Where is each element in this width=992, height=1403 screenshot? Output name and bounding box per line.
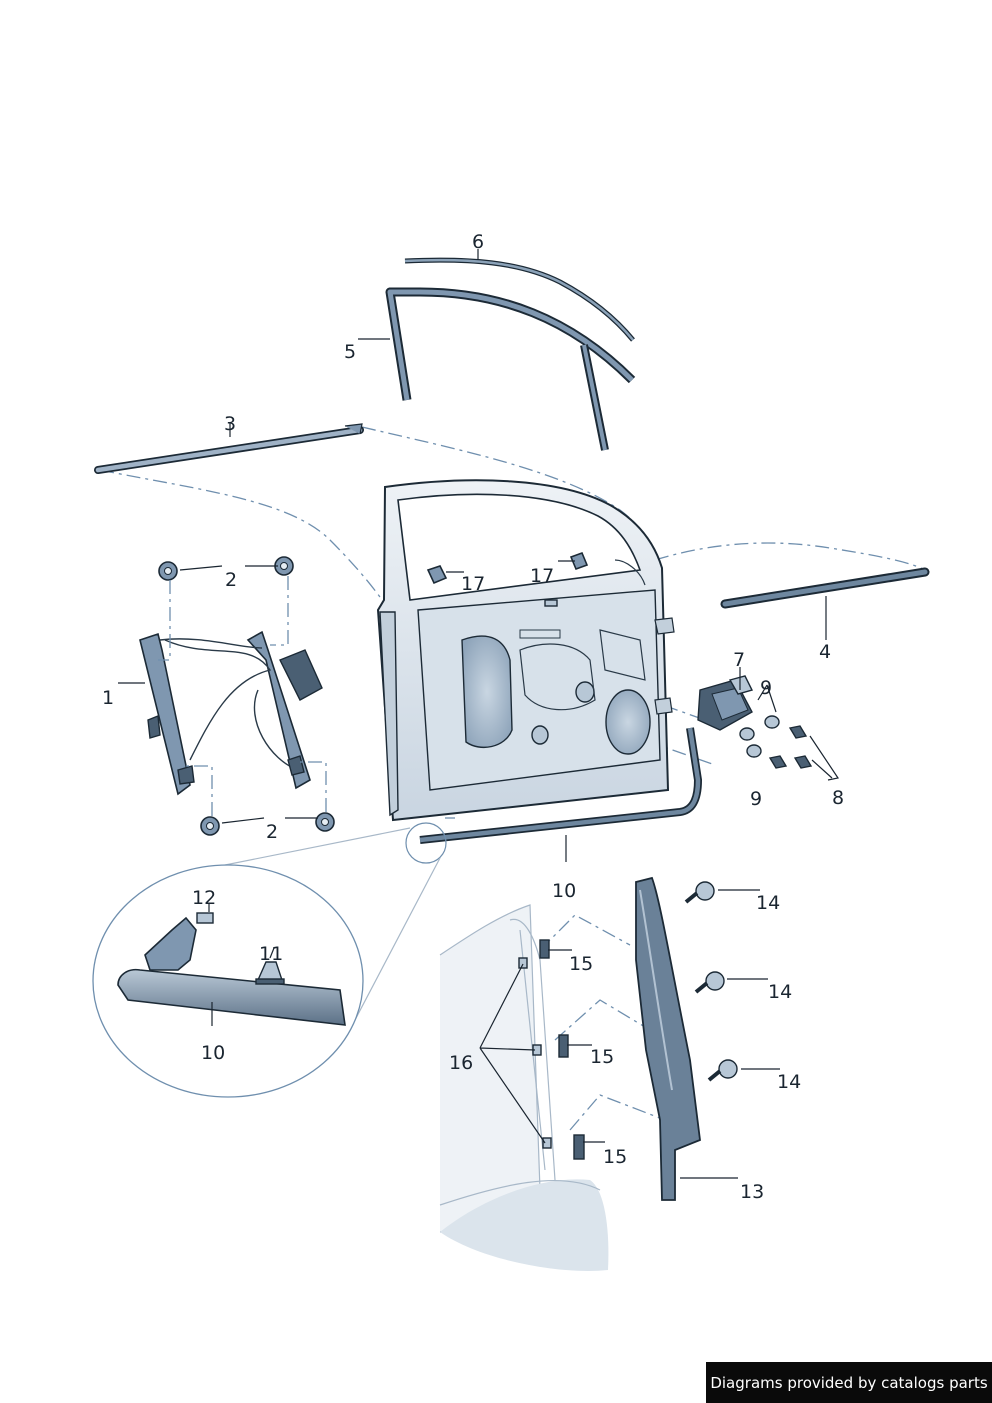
- part-14-screws: [684, 881, 738, 1082]
- callout-10-detail: 10: [201, 1042, 225, 1064]
- part-5-window-channel: [385, 287, 636, 451]
- callout-14-middle: 14: [768, 981, 792, 1003]
- callout-6: 6: [472, 231, 484, 253]
- part-3-inner-sill-strip: [94, 423, 364, 474]
- callout-14-bottom: 14: [777, 1071, 801, 1093]
- callout-15-middle: 15: [590, 1046, 614, 1068]
- callout-2-lower: 2: [266, 821, 278, 843]
- callout-5: 5: [344, 341, 356, 363]
- part-6-roof-seal: [404, 257, 635, 342]
- callout-8: 8: [832, 787, 844, 809]
- callout-13: 13: [740, 1181, 764, 1203]
- callout-3: 3: [224, 413, 236, 435]
- callout-9-upper: 9: [760, 677, 772, 699]
- callout-14-top: 14: [756, 892, 780, 914]
- part-9-washers: [739, 715, 780, 758]
- part-2-nuts: [158, 556, 335, 836]
- callout-10-door: 10: [552, 880, 576, 902]
- callout-15-bottom: 15: [603, 1146, 627, 1168]
- callout-7: 7: [733, 649, 745, 671]
- callout-9-lower: 9: [750, 788, 762, 810]
- part-8-bolts: [768, 725, 813, 769]
- part-4-outer-sill-strip: [720, 567, 930, 609]
- callout-11: 11: [259, 943, 283, 965]
- part-17-clips: [426, 551, 589, 585]
- part-13-pillar-trim: [635, 876, 701, 1201]
- footer-credit-text: Diagrams provided by catalogs parts: [710, 1373, 988, 1392]
- callout-2-upper: 2: [225, 569, 237, 591]
- callout-4: 4: [819, 641, 831, 663]
- callout-1: 1: [102, 687, 114, 709]
- part-1-window-regulator: [139, 630, 323, 796]
- callout-16: 16: [449, 1052, 473, 1074]
- part-10-bottom-seal: [405, 727, 702, 864]
- callout-17-left: 17: [461, 573, 485, 595]
- b-pillar-view: [439, 904, 609, 1271]
- door-shell: [376, 479, 675, 822]
- part-7-window-motor: [697, 675, 754, 731]
- callout-12: 12: [192, 887, 216, 909]
- callout-17-right: 17: [530, 565, 554, 587]
- leader-lines: [118, 249, 839, 1179]
- footer-credit: Diagrams provided by catalogs parts: [706, 1362, 992, 1403]
- callout-15-top: 15: [569, 953, 593, 975]
- callout-labels: 1 2 2 3 4 5 6 7 8 9 9 10 10 11 12 13 14 …: [102, 231, 844, 1203]
- detail-magnifier: [92, 827, 441, 1098]
